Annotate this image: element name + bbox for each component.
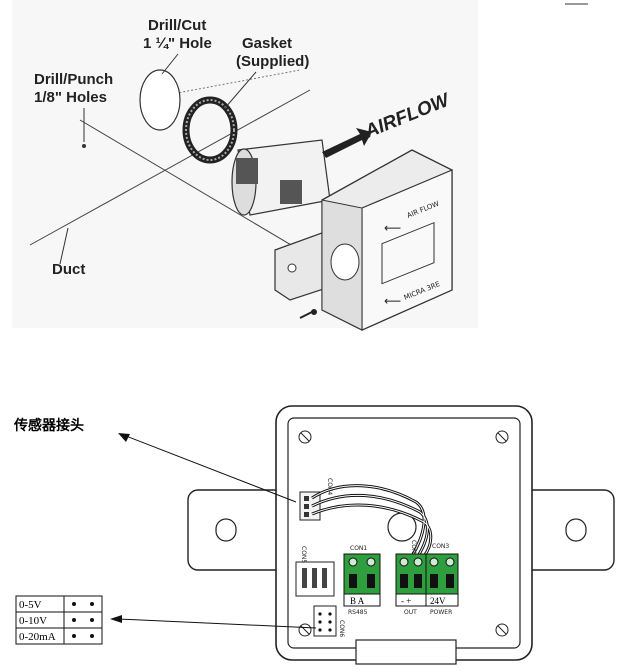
- power-label: POWER: [430, 609, 452, 616]
- leader-line: [224, 71, 257, 109]
- jumper-range-0-20ma: 0-20mA: [19, 631, 56, 643]
- jumper-dot: [72, 634, 76, 638]
- jumper-dot: [72, 602, 76, 606]
- drill-cut-label-size: 1 ¼" Hole: [143, 35, 212, 52]
- jumper-dot: [90, 618, 94, 622]
- arrow-left-icon: ⟵: [384, 294, 401, 308]
- jumper-dot: [90, 602, 94, 606]
- connector-pin: [304, 504, 309, 509]
- terminal-screw: [413, 557, 423, 567]
- connector-pin: [322, 568, 327, 588]
- gasket-label: Gasket: [242, 35, 292, 52]
- jumper-table-frame: [15, 595, 103, 645]
- arrowhead-icon: [110, 615, 122, 623]
- screw-icon: [495, 430, 509, 444]
- connector-pin: [312, 568, 317, 588]
- duct-line: [29, 89, 311, 246]
- power-pin-labels: 24V: [430, 596, 446, 606]
- jumper-pin: [328, 612, 332, 616]
- duct-mounting-illustration: AIR FLOW MICRA 3RE ⟵ ⟵ AIRFLOW Drill/Cut…: [12, 0, 478, 331]
- terminal-slot: [400, 574, 408, 588]
- terminal-screw: [429, 557, 439, 567]
- screw-icon: [298, 623, 312, 637]
- sensor-leader-line: [125, 435, 297, 503]
- rs485-pin-label-box: [343, 593, 381, 607]
- screw-icon: [298, 430, 312, 444]
- drill-hole-disk: [139, 69, 181, 131]
- power-pin-label-box: [425, 593, 459, 607]
- terminal-screw: [445, 557, 455, 567]
- connector-pin: [304, 512, 309, 517]
- con3-label: CON3: [432, 543, 449, 550]
- terminal-screw: [348, 557, 358, 567]
- probe-vent: [280, 180, 302, 204]
- terminal-screw: [366, 557, 376, 567]
- housing-port: [330, 243, 360, 281]
- jumper-leader-line: [117, 618, 317, 629]
- cable-entry: [355, 639, 457, 665]
- arrow-left-icon: ⟵: [384, 221, 401, 235]
- circuit-board-illustration: CON4 CON5 CON1 B A RS485 CON2: [187, 405, 615, 665]
- con4-label: CON4: [326, 478, 333, 495]
- screw-icon: [495, 623, 509, 637]
- sensor-connector-label: 传感器接头: [13, 417, 84, 434]
- jumper-dot: [72, 618, 76, 622]
- connector-pin: [302, 568, 307, 588]
- terminal-slot: [349, 574, 357, 588]
- jumper-range-0-5v: 0-5V: [19, 599, 42, 611]
- arrowhead-icon: [118, 433, 130, 442]
- out-label: OUT: [404, 609, 417, 616]
- jumper-pin: [318, 628, 322, 632]
- terminal-slot: [367, 574, 375, 588]
- jumper-dot: [90, 634, 94, 638]
- drill-cut-label: Drill/Cut: [148, 17, 206, 34]
- terminal-slot: [414, 574, 422, 588]
- jumper-pin: [328, 628, 332, 632]
- jumper-block: [313, 605, 337, 637]
- jumper-setting-table: 0-5V 0-10V 0-20mA: [15, 595, 103, 645]
- airflow-arrow-icon: [322, 128, 372, 158]
- display-window: [381, 221, 435, 285]
- con1-label: CON1: [350, 545, 367, 552]
- duct-label: Duct: [52, 261, 85, 278]
- right-flange-slot: [565, 518, 587, 542]
- drill-punch-label: Drill/Punch: [34, 71, 113, 88]
- duct-line: [79, 119, 331, 269]
- terminal-slot: [430, 574, 438, 588]
- leader-line: [59, 227, 69, 265]
- left-flange-slot: [215, 518, 237, 542]
- rs485-label: RS485: [348, 609, 368, 616]
- punch-hole: [82, 144, 86, 148]
- jumper-pin: [318, 612, 322, 616]
- gasket-texture: [185, 99, 235, 161]
- terminal-slot: [446, 574, 454, 588]
- gasket-label-supplied: (Supplied): [236, 53, 309, 70]
- leader-line: [161, 53, 179, 75]
- con2-label: CON2: [410, 540, 417, 557]
- out-pin-labels: - +: [401, 596, 411, 606]
- screw-icon: [299, 309, 317, 319]
- jumper-range-0-10v: 0-10V: [19, 615, 47, 627]
- con5-label: CON5: [300, 546, 307, 563]
- jumper-pin: [318, 620, 322, 624]
- bracket-hole: [287, 263, 297, 273]
- drill-punch-label-size: 1/8" Holes: [34, 89, 107, 106]
- jumper-pin: [328, 620, 332, 624]
- connector-pin: [304, 496, 309, 501]
- rs485-pin-labels: B A: [350, 596, 365, 606]
- axis-line: [139, 69, 301, 101]
- terminal-screw: [399, 557, 409, 567]
- probe-vent: [236, 158, 258, 184]
- con6-label: CON6: [338, 620, 345, 637]
